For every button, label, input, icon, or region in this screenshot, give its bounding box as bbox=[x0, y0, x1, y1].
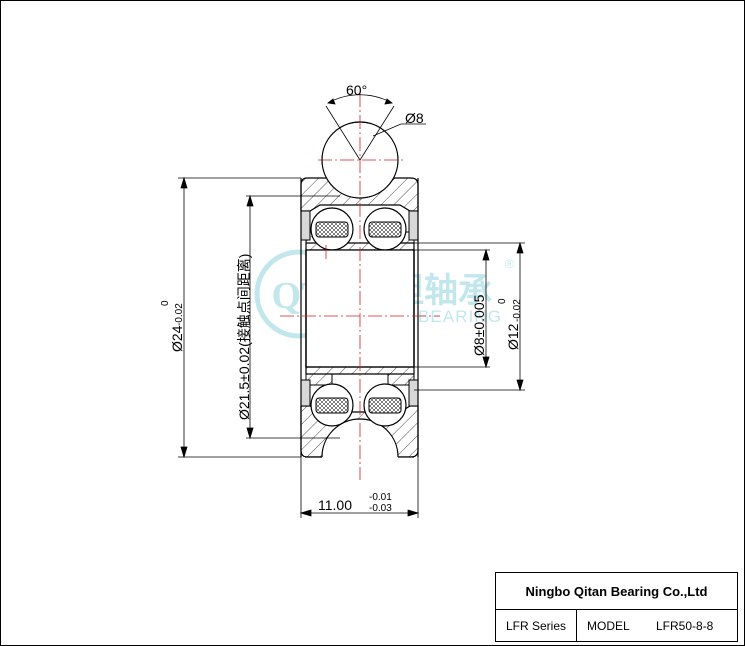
angle-annotation bbox=[321, 94, 426, 199]
width-tol-lower: -0.03 bbox=[369, 503, 392, 514]
width-tol-upper: -0.01 bbox=[369, 492, 392, 503]
width-label: 11.00 bbox=[318, 497, 352, 513]
contact-dia-label: Ø21.5±0.02(接触点间距离) bbox=[236, 254, 252, 420]
model-label: MODEL bbox=[587, 618, 630, 633]
model-value: LFR50-8-8 bbox=[656, 618, 714, 633]
center-lines bbox=[280, 93, 440, 480]
inner-dia-label: Ø12 bbox=[505, 323, 521, 350]
inner-dia-tol-upper: 0 bbox=[497, 298, 508, 304]
angle-label: 60° bbox=[346, 82, 367, 98]
dim-bore bbox=[414, 248, 490, 369]
bore-label: Ø8±0.005 bbox=[471, 294, 487, 356]
watermark-mark: ® bbox=[505, 257, 514, 271]
series-label: LFR Series bbox=[496, 610, 577, 641]
outer-dia-label: Ø24 bbox=[169, 325, 185, 352]
company-name: Ningbo Qitan Bearing Co.,Ltd bbox=[496, 573, 737, 610]
dim-width bbox=[299, 457, 420, 518]
outer-dia-tol-upper: 0 bbox=[160, 300, 171, 306]
bearing-section bbox=[300, 121, 422, 497]
inner-dia-tol-lower: -0.02 bbox=[512, 299, 523, 322]
dim-contact bbox=[246, 194, 340, 440]
dim-inner bbox=[414, 241, 525, 392]
outer-dia-tol-lower: -0.02 bbox=[174, 303, 185, 326]
ball-dia-label: Ø8 bbox=[405, 110, 424, 126]
dim-outer bbox=[178, 176, 301, 459]
title-block: Ningbo Qitan Bearing Co.,Ltd LFR Series … bbox=[495, 572, 738, 642]
